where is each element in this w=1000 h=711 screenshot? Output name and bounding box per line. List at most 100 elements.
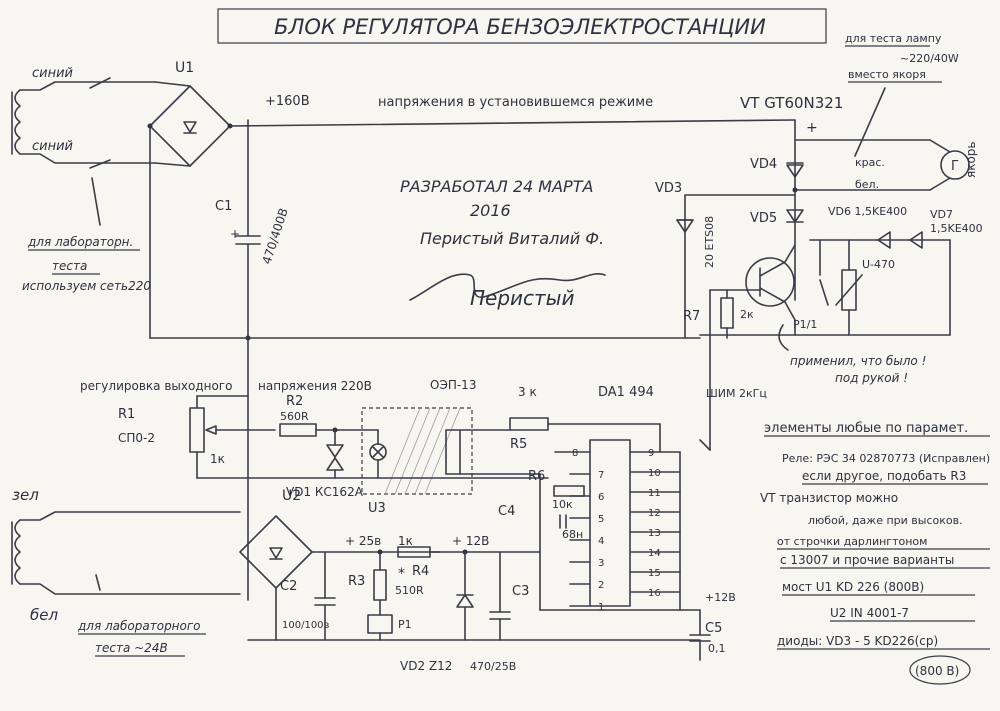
- r1-type: СП0-2: [118, 431, 155, 445]
- generator-symbol: Г: [951, 159, 959, 174]
- label-vd4: VD4: [750, 157, 777, 172]
- note-steady-voltage: напряжения в установившемся режиме: [378, 95, 653, 110]
- r2-value: 560R: [280, 410, 309, 423]
- note-arrow: [854, 87, 886, 157]
- label-vd3: VD3: [655, 181, 682, 196]
- label-c4: C4: [498, 504, 515, 519]
- da1-pin-11: 11: [648, 488, 661, 499]
- note-vt-2: любой, даже при высоков.: [808, 514, 963, 527]
- note-lab-test-top-2: теста: [52, 259, 87, 273]
- label-p1: P1: [398, 618, 412, 631]
- label-kras: крас.: [855, 156, 885, 169]
- note-applied: применил, что было !: [790, 354, 926, 368]
- note-output-reg-2: напряжения 220В: [258, 379, 372, 393]
- relay-contact-p1: [819, 279, 829, 306]
- generator-armature: [940, 150, 970, 180]
- zener-vd1: [326, 444, 344, 458]
- label-u2: U2: [282, 488, 301, 504]
- resistor-r2: [279, 423, 317, 437]
- note-test-lamp: для теста лампу: [845, 32, 942, 45]
- label-oep: ОЭП-13: [430, 378, 476, 392]
- r5-value: 3 к: [518, 385, 537, 399]
- note-vt-1: VT транзистор можно: [760, 491, 898, 505]
- transistor-vt: [745, 257, 795, 307]
- label-vd1: VD1 КС162А: [286, 485, 364, 499]
- resistor-r6: [553, 485, 585, 497]
- diode-vd4: [786, 164, 804, 178]
- resistor-r5: [509, 417, 549, 431]
- r6-value: 10к: [552, 498, 573, 511]
- da1-pin-4: 4: [598, 536, 604, 547]
- note-pwm: ШИМ 2кГц: [706, 387, 767, 400]
- c2-value: 100/100в: [282, 620, 330, 631]
- title-frame: [217, 8, 827, 44]
- label-c1: C1: [215, 199, 232, 214]
- label-bel-right: бел.: [855, 178, 879, 191]
- da1-pin-5: 5: [598, 514, 604, 525]
- da1-pin-7: 7: [598, 470, 604, 481]
- label-vd6: VD6 1,5KE400: [828, 205, 907, 218]
- da1-pin-1: 1: [598, 602, 604, 613]
- da1-pin-12: 12: [648, 508, 661, 519]
- da1-pin-6: 6: [598, 492, 604, 503]
- label-zel: зел: [12, 486, 39, 504]
- label-r7: R7: [683, 309, 700, 324]
- note-lab-test-bottom: для лабораторного: [77, 619, 201, 633]
- label-r3: R3: [348, 574, 365, 589]
- da1-pin-10: 10: [648, 468, 661, 479]
- author-note-2: 2016: [470, 201, 511, 220]
- c5-value: 0,1: [708, 642, 726, 655]
- note-bridge-u1: мост U1 KD 226 (800В): [782, 580, 924, 594]
- label-plus25: + 25в: [345, 534, 381, 548]
- label-vt: VT GT60N321: [740, 94, 843, 112]
- label-yakor: якорь: [964, 142, 978, 179]
- label-c3: C3: [512, 584, 529, 599]
- da1-pin-14: 14: [648, 548, 661, 559]
- relay-coil-p1: [367, 614, 393, 634]
- label-u470: U-470: [862, 258, 895, 271]
- note-lab-test-top-3: используем сеть220: [22, 279, 151, 293]
- label-c5: C5: [705, 621, 722, 636]
- note-lab-test-bottom-2: теста ~24В: [95, 641, 168, 655]
- note-lab-test-top: для лабораторн.: [27, 235, 133, 249]
- winding-top: [14, 89, 21, 155]
- label-p1-top: P1/1: [793, 318, 817, 331]
- potentiometer-r1: [189, 407, 205, 453]
- label-vd5: VD5: [750, 211, 777, 226]
- label-r2: R2: [286, 394, 303, 409]
- diode-vd7: [909, 231, 923, 249]
- photoresistor-u3: [445, 429, 461, 475]
- note-output-reg: регулировка выходного: [80, 379, 232, 393]
- vd7-value: 1,5KE400: [930, 222, 983, 235]
- note-relay: Реле: РЭС 34 02870773 (Исправлен): [782, 452, 990, 465]
- da1-pin-16: 16: [648, 588, 661, 599]
- label-r4: R4: [412, 564, 429, 579]
- note-test-lamp-3: вместо якоря: [848, 68, 926, 81]
- label-sin-top: синий: [32, 66, 73, 81]
- bridge-u1: [149, 85, 231, 167]
- note-vt-3: от строчки дарлингтоном: [777, 535, 927, 548]
- r1-value: 1к: [210, 452, 225, 466]
- label-c2: C2: [280, 579, 297, 594]
- resistor-r7: [720, 297, 734, 329]
- label-plus-right: +: [806, 120, 818, 136]
- c3-value: 470/25В: [470, 660, 516, 673]
- r7-value: 2к: [740, 308, 754, 321]
- author-note-3: Перистый Виталий Ф.: [420, 229, 604, 248]
- da1-pin-15: 15: [648, 568, 661, 579]
- r3-value: 510R: [395, 584, 424, 597]
- label-plus160: +160В: [265, 94, 310, 109]
- signature: Перистый: [470, 286, 574, 310]
- note-relay-2: если другое, подобать R3: [802, 469, 966, 483]
- r3-star: *: [398, 566, 405, 582]
- label-u3: U3: [368, 501, 386, 516]
- diode-vd6: [877, 231, 891, 249]
- note-diodes-2: (800 В): [915, 664, 959, 678]
- label-vd7: VD7: [930, 208, 953, 221]
- c1-plus: +: [230, 227, 240, 241]
- signature-mark: [409, 273, 606, 301]
